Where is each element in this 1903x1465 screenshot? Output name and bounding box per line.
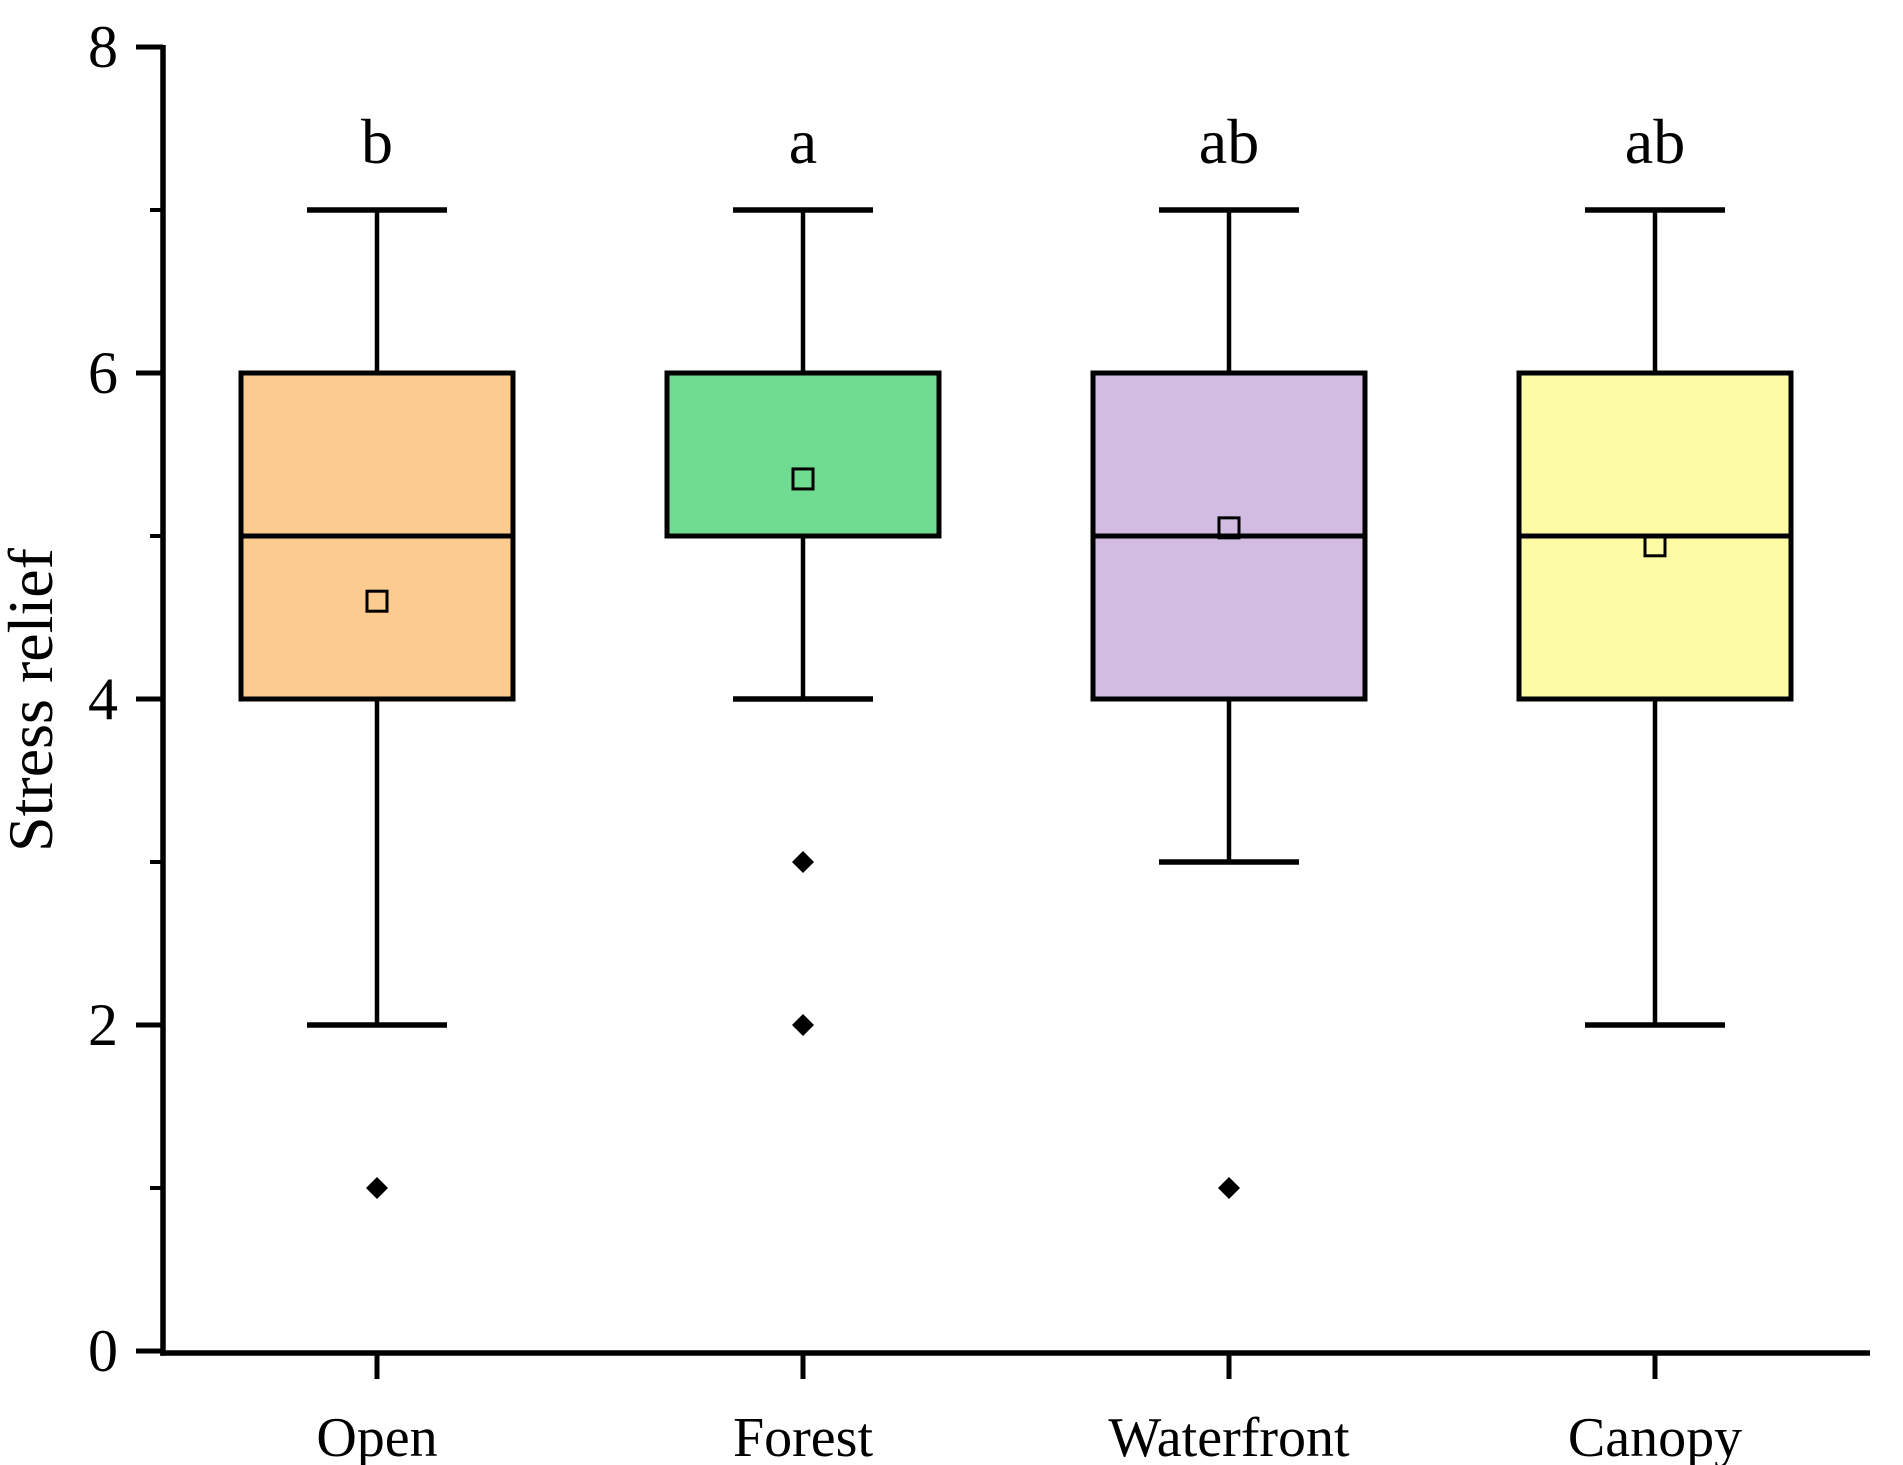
y-tick-label: 4 (88, 666, 118, 732)
iqr-box (664, 370, 942, 539)
box-group-canopy (1516, 207, 1794, 1028)
box-group-open (238, 207, 516, 1199)
significance-letter: b (361, 106, 393, 177)
y-tick-label: 6 (88, 340, 118, 406)
outlier-marker (792, 851, 814, 873)
significance-letter: ab (1625, 106, 1685, 177)
box-group-forest (664, 207, 942, 1036)
significance-letter: a (789, 106, 817, 177)
axes-layer (136, 44, 1870, 1379)
y-tick-label: 2 (88, 992, 118, 1058)
y-tick-label: 0 (88, 1318, 118, 1384)
x-category-label: Open (316, 1407, 437, 1465)
outlier-marker (792, 1014, 814, 1036)
mean-marker (791, 467, 815, 491)
x-category-label: Waterfront (1108, 1407, 1350, 1465)
x-category-label: Canopy (1568, 1407, 1742, 1465)
mean-marker (365, 589, 389, 613)
boxes-layer (238, 207, 1794, 1199)
box-group-waterfront (1090, 207, 1368, 1199)
significance-letter: ab (1199, 106, 1259, 177)
outlier-marker (366, 1177, 388, 1199)
mean-marker (1643, 534, 1667, 558)
x-category-label: Forest (733, 1407, 873, 1465)
y-tick-label: 8 (88, 14, 118, 80)
outlier-marker (1218, 1177, 1240, 1199)
mean-marker (1217, 516, 1241, 540)
y-axis-title: Stress relief (0, 547, 66, 852)
